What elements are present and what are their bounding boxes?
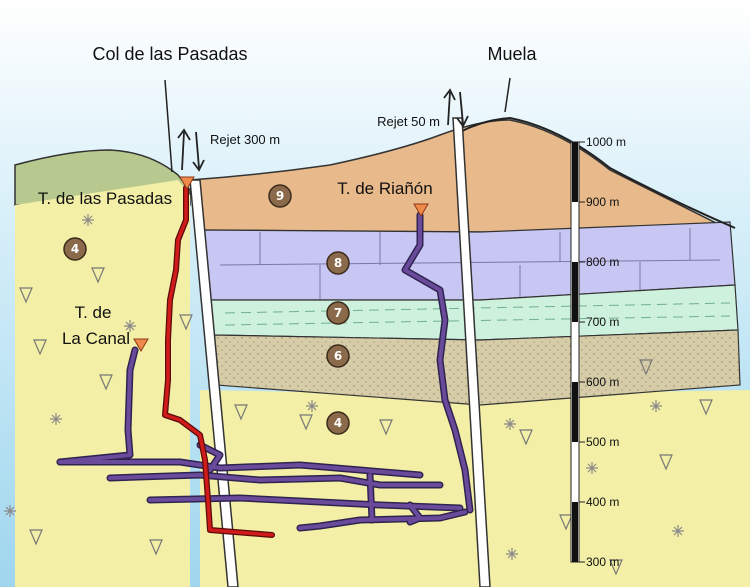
t-canal-line1: T. de	[75, 303, 112, 322]
rejet-50-label: Rejet 50 m	[377, 114, 440, 129]
cave-red	[163, 186, 274, 537]
t-canal-line2: La Canal	[62, 329, 130, 348]
entrance-canal	[133, 338, 149, 352]
cave-entrances	[133, 176, 429, 352]
scale-tick-label: 700 m	[586, 315, 619, 329]
scale-tick-label: 600 m	[586, 375, 619, 389]
unit-9-label: 9	[276, 189, 284, 203]
t-pasadas-label: T. de las Pasadas	[38, 189, 172, 208]
layer-7-dashes	[224, 302, 731, 326]
unit-6-label: 6	[334, 349, 342, 363]
scale-tick-label: 800 m	[586, 255, 619, 269]
limestone-asterisks	[4, 214, 684, 560]
unit-8-label: 8	[334, 256, 342, 270]
scale-ticks: 1000 m 900 m 800 m 700 m 600 m 500 m 400 m 300 …	[579, 135, 626, 569]
unit-7-label: 7	[334, 306, 342, 320]
unit-4-label-right: 4	[334, 416, 342, 430]
fault-arrows-left	[177, 128, 205, 172]
unit-markers	[63, 184, 350, 435]
entrance-pasadas	[179, 176, 195, 190]
col-de-las-pasadas-label: Col de las Pasadas	[92, 44, 247, 64]
col-leader	[164, 79, 173, 173]
muela-label: Muela	[487, 44, 537, 64]
t-rianon-label: T. de Riañón	[337, 179, 432, 198]
scale-tick-label: 300 m	[586, 555, 619, 569]
fault-arrows-right	[443, 88, 469, 128]
fault-right	[452, 117, 491, 587]
unit-4-label-left: 4	[71, 242, 79, 256]
muela-leader	[504, 77, 511, 113]
entrance-rianon	[413, 203, 429, 217]
elevation-scale	[570, 141, 580, 563]
limestone-left-block	[15, 180, 190, 587]
scale-tick-label: 900 m	[586, 195, 619, 209]
scale-tick-label: 400 m	[586, 495, 619, 509]
scale-tick-label: 500 m	[586, 435, 619, 449]
limestone-symbols	[19, 267, 713, 576]
scale-tick-label: 1000 m	[586, 135, 626, 149]
rejet-300-label: Rejet 300 m	[210, 132, 280, 147]
